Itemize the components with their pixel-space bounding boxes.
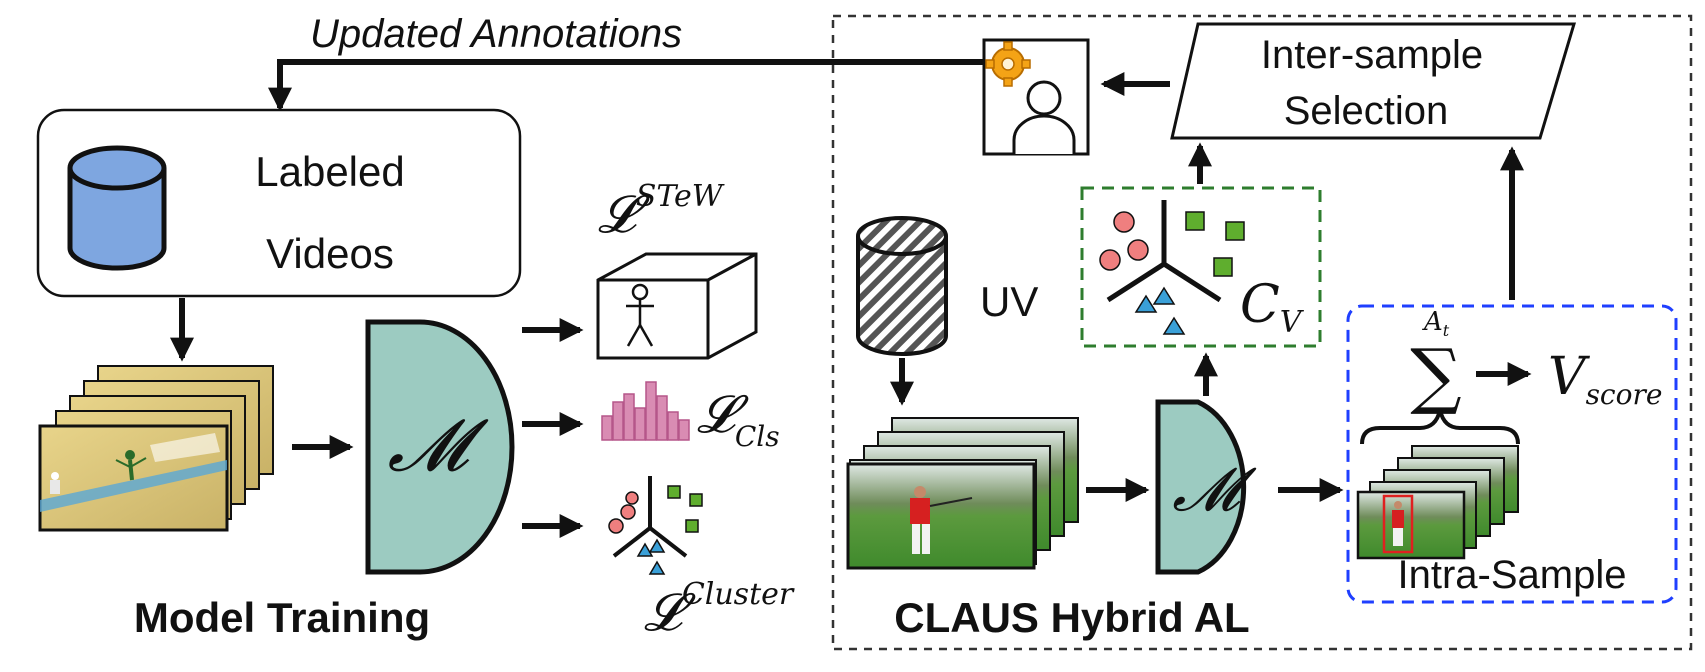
cluster-embedding-icon-large [1099,200,1245,335]
database-icon [67,145,167,271]
inter-sample-selection-box [1170,22,1577,140]
intra-sample-label: Intra-Sample [1398,553,1627,597]
updated-annotations-label: Updated Annotations [310,12,682,56]
unlabeled-video-frames [846,417,1079,570]
section-model-training: Model Training [134,594,430,641]
v-score-label: Vscore [1548,347,1662,411]
intra-sample-frames [1356,445,1519,560]
model-training-shape [365,319,515,575]
loss-stew-label: 𝓛STeW [598,179,725,245]
model-al-shape [1155,399,1247,575]
histogram-icon [601,381,690,441]
al-region-box [831,14,1693,651]
sum-limit: At [1422,307,1450,340]
updated-annotations-arrow [268,59,985,112]
unlabeled-database-icon [856,216,948,356]
section-claus-hybrid-al: CLAUS Hybrid AL [894,594,1249,641]
cluster-space-label: CV [1240,275,1305,340]
intra-brace [1360,409,1520,445]
labeled-videos-line2: Videos [266,230,394,277]
unlabeled-videos-label: UV [980,278,1038,325]
loss-cluster-label: 𝓛Cluster [644,577,795,643]
labeled-video-frames [38,365,274,532]
loss-cls-label: 𝓛Cls [697,385,780,453]
cluster-embedding-icon-small [608,476,703,575]
spatiotemporal-cube-icon [596,252,758,360]
intra-sample-box [1346,304,1678,604]
labeled-videos-line1: Labeled [255,148,404,195]
actor-bounding-box [1382,494,1414,554]
inter-sample-line1: Inter-sample [1261,33,1483,77]
gear-icon [985,41,1031,87]
inter-sample-line2: Selection [1284,89,1449,133]
sum-symbol: ∑ [1410,333,1461,417]
